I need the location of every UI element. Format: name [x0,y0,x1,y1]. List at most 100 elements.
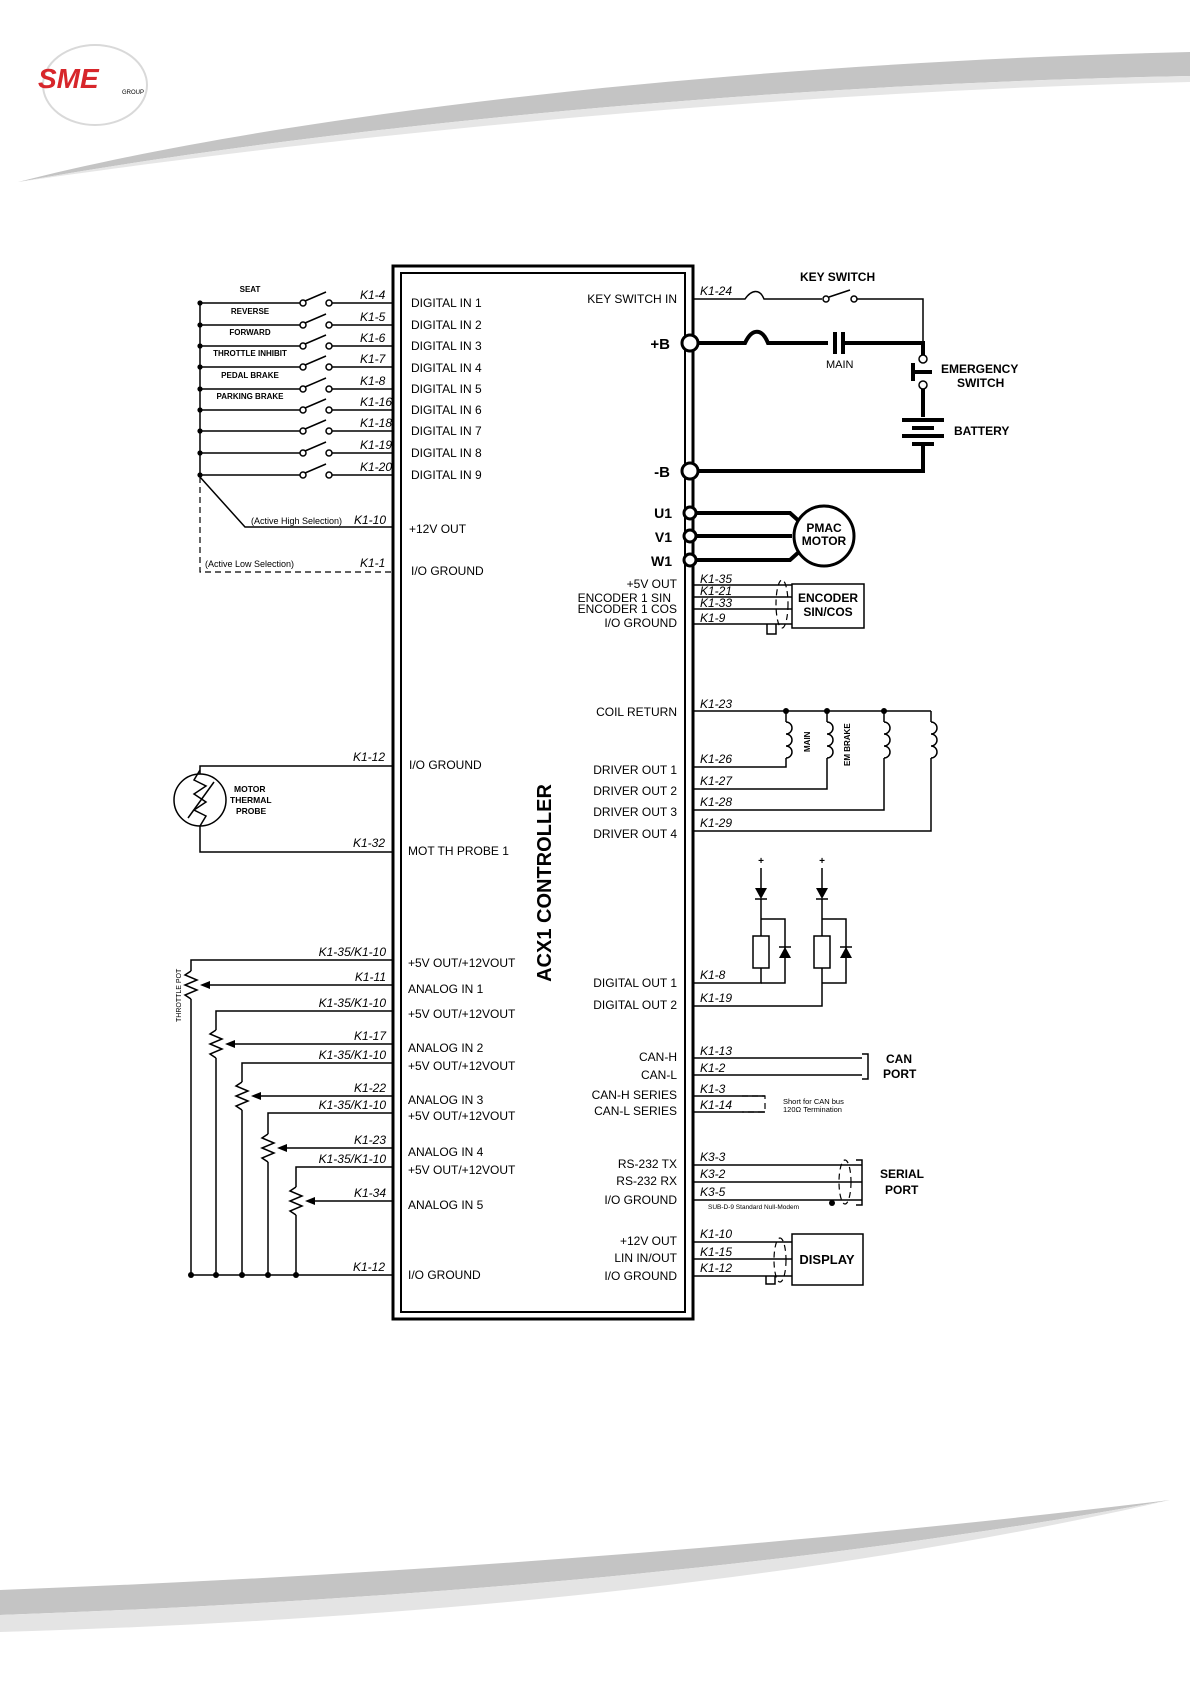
can-block: CAN-H CAN-L CAN-H SERIES CAN-L SERIES K1… [592,1044,917,1118]
switch-pin: K1-16 [360,395,392,409]
encoder-box-line-2: SIN/COS [803,605,852,619]
supply-pin: K1-35/K1-10 [319,1048,387,1062]
supply-pin: K1-35/K1-10 [319,1098,387,1112]
active-high-label: (Active High Selection) [251,516,342,526]
supply-pin: K1-35/K1-10 [319,996,387,1010]
supply-label: +5V OUT/+12VOUT [408,1059,516,1073]
display-block: +12V OUT LIN IN/OUT I/O GROUND K1-10 K1-… [604,1227,864,1286]
plus-b-terminal [680,333,700,353]
thermal-probe-block: MOTOR THERMAL PROBE K1-12 I/O GROUND K1-… [173,750,509,858]
switch-name: PEDAL BRAKE [221,371,279,380]
header: SME GROUP [18,44,1190,182]
relay-coil [813,935,831,969]
controller-title: ACX1 CONTROLLER [534,784,556,982]
emergency-line-2: SWITCH [957,376,1004,390]
driver-out-3: DRIVER OUT 3K1-28 [593,711,891,819]
emergency-line-1: EMERGENCY [941,362,1018,376]
can-pin-4: K1-14 [700,1098,732,1112]
driver-out-2: DRIVER OUT 2K1-27 [593,711,834,798]
coil-return-label: COIL RETURN [596,705,677,719]
probe-line-1: MOTOR [234,784,265,794]
can-note-line-1: Short for CAN bus [783,1097,844,1106]
display-pin-3: K1-12 [700,1261,732,1275]
display-label-3: I/O GROUND [604,1269,677,1283]
active-low-label: (Active Low Selection) [205,559,294,569]
serial-pin-2: K3-2 [700,1167,726,1181]
analog-pin: K1-23 [354,1133,386,1147]
plus-b-label: +B [650,336,670,353]
switch-name: FORWARD [229,328,270,337]
serial-pin-3: K3-5 [700,1185,726,1199]
digital-input-label: DIGITAL IN 5 [411,382,482,396]
encoder-label-1: +5V OUT [627,577,678,591]
display-pin-2: K1-15 [700,1245,732,1259]
can-label-4: CAN-L SERIES [594,1104,677,1118]
coil-drivers-block: COIL RETURN K1-23 DRIVER OUT 1K1-26DRIVE… [593,697,938,841]
analog-pin: K1-17 [354,1029,387,1043]
analog-label: ANALOG IN 5 [408,1198,484,1212]
switch-name: REVERSE [231,307,270,316]
encoder-pin-2: K1-21 [700,584,732,598]
driver-out-1: DRIVER OUT 1K1-26 [593,711,793,777]
minus-b-label: -B [654,464,670,481]
supply-pin: K1-35/K1-10 [319,1152,387,1166]
digital-out-label: DIGITAL OUT 1 [593,976,677,990]
digital-input-label: DIGITAL IN 8 [411,446,482,460]
can-label-3: CAN-H SERIES [592,1088,677,1102]
display-label-1: +12V OUT [620,1234,678,1248]
motor-line-2: MOTOR [802,534,847,548]
minus-b-terminal [680,461,700,481]
digital-inputs-common: (Active High Selection) K1-10 +12V OUT (… [199,303,484,578]
serial-label-3: I/O GROUND [604,1193,677,1207]
switch-pin: K1-4 [360,288,386,302]
plus-sign: + [758,856,764,867]
analog-pin: K1-22 [354,1081,386,1095]
switch-name: SEAT [240,285,261,294]
display-box [791,1233,864,1286]
supply-label: +5V OUT/+12VOUT [408,1109,516,1123]
digital-out-1: DIGITAL OUT 1 K1-8 + [593,856,791,990]
switch-pin: K1-19 [360,438,392,452]
can-port-line-2: PORT [883,1067,917,1081]
logo-text: SME [38,63,100,94]
supply-pin: K1-35/K1-10 [319,945,387,959]
driver-pin: K1-26 [700,752,732,766]
serial-label-2: RS-232 RX [616,1174,677,1188]
digital-input-label: DIGITAL IN 6 [411,403,482,417]
display-pin-1: K1-10 [700,1227,732,1241]
main-coil-label: MAIN [803,731,812,752]
bottom-ground-pin: K1-12 [353,1260,385,1274]
motor-block: U1 V1 W1 PMAC MOTOR [651,504,856,569]
can-label-1: CAN-H [639,1050,677,1064]
analog-label: ANALOG IN 1 [408,982,484,996]
can-label-2: CAN-L [641,1068,677,1082]
display-box-label: DISPLAY [799,1252,854,1267]
bottom-swoosh [0,1500,1170,1615]
switch-pin: K1-18 [360,416,392,430]
digital-out-pin: K1-8 [700,968,726,982]
switch-pin: K1-20 [360,460,392,474]
supply-label: +5V OUT/+12VOUT [408,956,516,970]
switch-pin: K1-6 [360,331,386,345]
serial-port-line-2: PORT [885,1183,919,1197]
driver-pin: K1-28 [700,795,732,809]
controller-box: ACX1 CONTROLLER [391,264,695,1321]
thermal-ground-pin: K1-12 [353,750,385,764]
footer [0,1500,1170,1632]
thermal-ground-label: I/O GROUND [409,758,482,772]
encoder-block: +5V OUT ENCODER 1 SIN ENCODER 1 COS I/O … [578,572,865,635]
motor-line-1: PMAC [806,521,842,535]
driver-label: DRIVER OUT 4 [593,827,677,841]
